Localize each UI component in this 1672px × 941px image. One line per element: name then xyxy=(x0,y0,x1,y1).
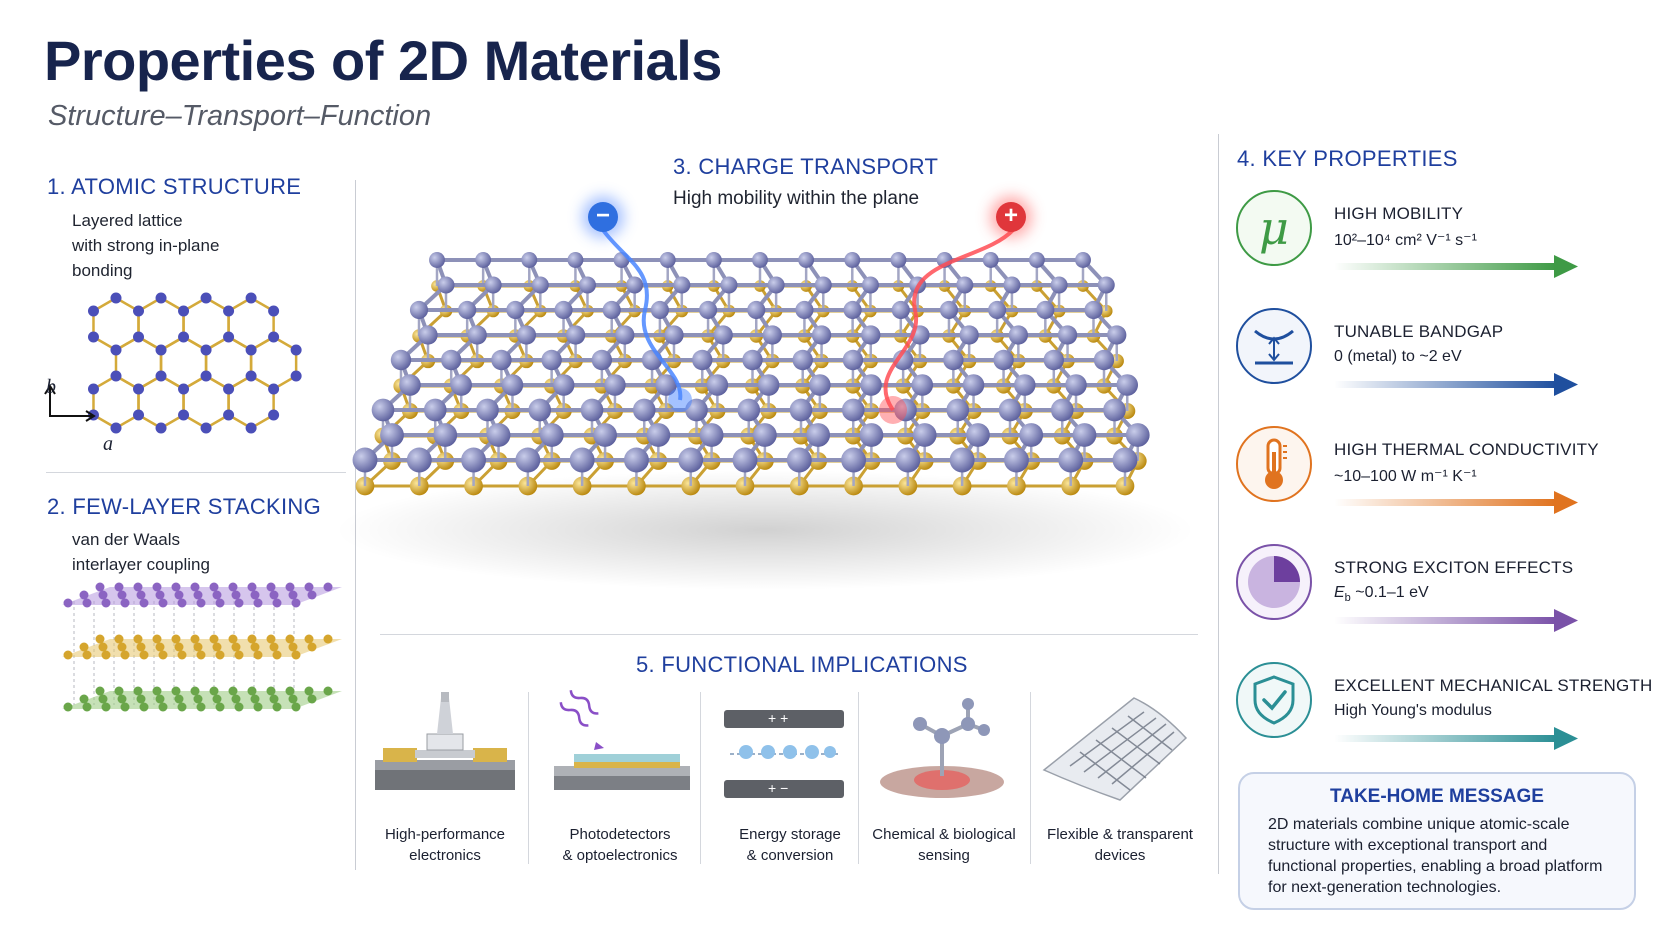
shield-check-icon xyxy=(1236,662,1312,738)
property-mechanical-strength: EXCELLENT MECHANICAL STRENGTH High Young… xyxy=(1236,662,1666,762)
take-home-message-box: TAKE-HOME MESSAGE 2D materials combine u… xyxy=(1238,772,1636,910)
property-name: TUNABLE BANDGAP xyxy=(1334,322,1504,341)
flexible-sheet-icon xyxy=(1042,697,1188,801)
center-section-divider xyxy=(380,634,1198,635)
property-arrow xyxy=(1334,373,1578,396)
take-home-heading: TAKE-HOME MESSAGE xyxy=(1330,786,1544,807)
honeycomb-lattice-diagram xyxy=(44,292,302,434)
key-properties-heading: 4. KEY PROPERTIES xyxy=(1237,146,1458,171)
property-arrow xyxy=(1334,609,1578,632)
function-flexible-devices: Flexible & transparent devices xyxy=(1040,690,1200,870)
take-home-text: 2D materials combine unique atomic-scale… xyxy=(1268,816,1603,896)
function-divider xyxy=(700,692,701,864)
function-sensing: Chemical & biological sensing xyxy=(864,690,1024,870)
property-value: High Young's modulus xyxy=(1334,702,1492,719)
function-photodetectors: Photodetectors & optoelectronics xyxy=(540,690,700,870)
function-divider xyxy=(1030,692,1031,864)
property-value: 0 (metal) to ~2 eV xyxy=(1334,348,1462,365)
property-thermal-conductivity: HIGH THERMAL CONDUCTIVITY ~10–100 W m⁻¹ … xyxy=(1236,426,1666,526)
photodetector-icon xyxy=(554,690,690,790)
molecule-sensor-icon xyxy=(880,698,1004,798)
function-label: Flexible & transparent devices xyxy=(1047,826,1193,864)
transistor-icon xyxy=(375,692,515,790)
function-divider xyxy=(528,692,529,864)
property-arrow xyxy=(1334,727,1578,750)
function-divider xyxy=(858,692,859,864)
charge-transport-heading: 3. CHARGE TRANSPORT xyxy=(673,154,939,179)
property-arrow xyxy=(1334,491,1578,514)
charge-transport-description: High mobility within the plane xyxy=(673,188,920,209)
function-electronics: High-performance electronics xyxy=(365,690,525,870)
property-value: 10²–10⁴ cm² V⁻¹ s⁻¹ xyxy=(1334,232,1477,249)
layer-stack-diagram xyxy=(62,582,342,712)
hole-marker: + xyxy=(996,202,1026,232)
axis-b-label: b xyxy=(46,376,56,398)
page-subtitle: Structure–Transport–Function xyxy=(48,100,432,132)
thermometer-icon xyxy=(1236,426,1312,502)
property-exciton-effects: STRONG EXCITON EFFECTS Eb ~0.1–1 eV xyxy=(1236,544,1666,644)
property-high-mobility: μ HIGH MOBILITY 10²–10⁴ cm² V⁻¹ s⁻¹ xyxy=(1236,190,1666,290)
pie-icon xyxy=(1236,544,1312,620)
battery-minus-label: + − xyxy=(768,780,789,796)
function-label: Energy storage & conversion xyxy=(739,826,841,864)
atomic-structure-description: Layered lattice with strong in-plane bon… xyxy=(72,211,220,280)
property-name: STRONG EXCITON EFFECTS xyxy=(1334,558,1574,577)
few-layer-stacking-heading: 2. FEW-LAYER STACKING xyxy=(47,494,322,519)
property-name: HIGH MOBILITY xyxy=(1334,204,1464,223)
few-layer-stacking-description: van der Waals interlayer coupling xyxy=(72,530,210,574)
left-section-divider xyxy=(46,472,346,473)
function-energy-storage: + + + − Energy storage & conversion xyxy=(710,690,870,870)
functional-implications-heading: 5. FUNCTIONAL IMPLICATIONS xyxy=(636,652,968,677)
property-value: Eb ~0.1–1 eV xyxy=(1334,584,1429,605)
property-value: ~10–100 W m⁻¹ K⁻¹ xyxy=(1334,468,1477,485)
property-name: EXCELLENT MECHANICAL STRENGTH xyxy=(1334,676,1653,695)
battery-plus-label: + + xyxy=(768,710,789,726)
right-divider xyxy=(1218,134,1219,874)
mu-icon: μ xyxy=(1236,190,1312,266)
function-label: High-performance electronics xyxy=(384,826,506,864)
property-tunable-bandgap: TUNABLE BANDGAP 0 (metal) to ~2 eV xyxy=(1236,308,1666,408)
electron-marker: − xyxy=(588,202,618,232)
atomic-structure-heading: 1. ATOMIC STRUCTURE xyxy=(47,174,302,199)
function-label: Chemical & biological sensing xyxy=(872,826,1016,864)
axis-a-label: a xyxy=(103,433,113,455)
page-title: Properties of 2D Materials xyxy=(44,29,722,92)
property-name: HIGH THERMAL CONDUCTIVITY xyxy=(1334,440,1599,459)
battery-icon xyxy=(724,710,844,798)
property-arrow xyxy=(1334,255,1578,278)
bandgap-icon xyxy=(1236,308,1312,384)
function-label: Photodetectors & optoelectronics xyxy=(562,826,678,864)
lattice-transport-diagram xyxy=(335,228,1195,590)
